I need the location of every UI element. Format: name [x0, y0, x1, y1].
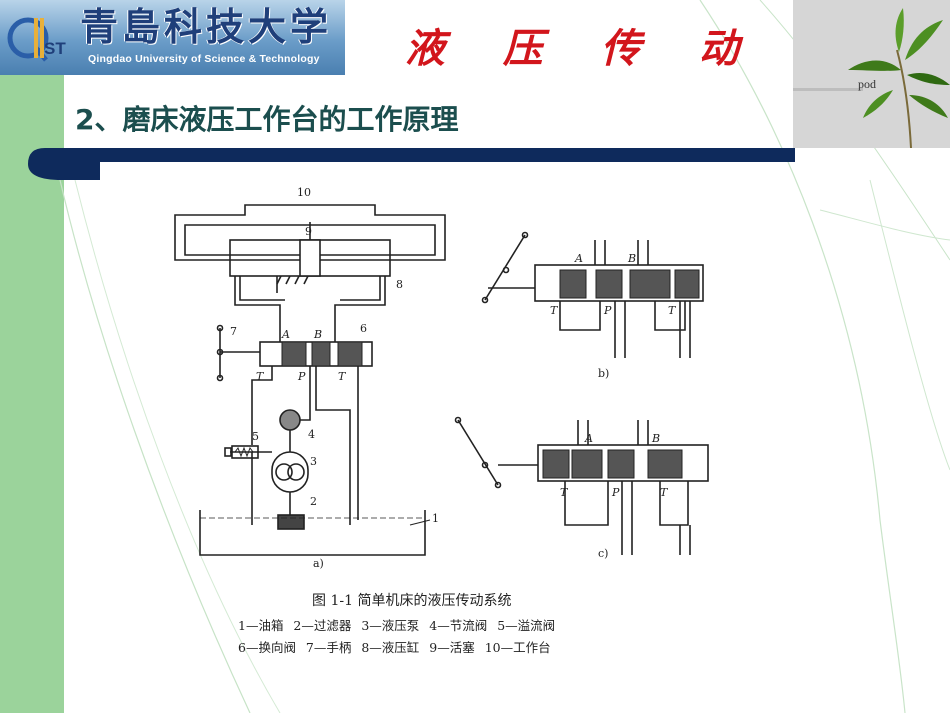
corner-photo-label: pod: [858, 77, 876, 91]
figure-a: [174, 204, 446, 556]
university-name-en: Qingdao University of Science & Technolo…: [88, 53, 320, 65]
figure-legend-line-1: 1—油箱 2—过滤器 3—液压泵 4—节流阀 5—溢流阀: [238, 618, 556, 633]
label-10: 10: [297, 186, 311, 199]
label-c-B: B: [651, 432, 660, 445]
label-8: 8: [396, 278, 403, 291]
hydraulic-system-diagram: 10 9 8 7 6 5 4 3 2 1 A B T P T A B T P T…: [174, 186, 709, 556]
figure-b: [481, 231, 704, 358]
left-green-band: [0, 75, 64, 713]
figure-c: [454, 416, 709, 555]
bamboo-photo: [793, 0, 950, 148]
title-underline-bar: [28, 148, 795, 180]
label-c-T1: T: [560, 486, 569, 499]
label-2: 2: [310, 495, 317, 508]
bamboo-leaves-icon: [793, 8, 950, 148]
subfigure-c-label: c): [598, 547, 609, 560]
university-name-cn: 青島科技大学: [80, 4, 333, 49]
qust-emblem-icon: ST: [7, 17, 66, 62]
label-b-T2: T: [668, 304, 677, 317]
label-9: 9: [305, 225, 312, 238]
slide-title: 2、磨床液压工作台的工作原理: [75, 103, 459, 136]
label-b-A: A: [574, 252, 583, 265]
course-title: 液 压 传 动: [405, 25, 761, 72]
figure-caption: 图 1-1 简单机床的液压传动系统: [312, 593, 512, 609]
label-T-right: T: [338, 370, 347, 383]
label-c-A: A: [584, 432, 593, 445]
label-b-B: B: [627, 252, 636, 265]
label-b-P: P: [603, 304, 612, 317]
label-P: P: [297, 370, 306, 383]
label-b-T1: T: [550, 304, 559, 317]
label-3: 3: [310, 455, 317, 468]
label-5: 5: [252, 430, 259, 443]
label-4: 4: [308, 428, 315, 441]
label-T-left: T: [256, 370, 265, 383]
label-1: 1: [432, 512, 439, 525]
label-c-P: P: [611, 486, 620, 499]
university-logo: ST 青島科技大学 Qingdao University of Science …: [0, 0, 345, 75]
label-B: B: [313, 328, 322, 341]
svg-text:ST: ST: [44, 39, 66, 58]
subfigure-b-label: b): [598, 367, 610, 380]
label-c-T2: T: [660, 486, 669, 499]
label-7: 7: [230, 325, 237, 338]
label-A: A: [281, 328, 290, 341]
figure-legend-line-2: 6—换向阀 7—手柄 8—液压缸 9—活塞 10—工作台: [238, 640, 551, 655]
label-6: 6: [360, 322, 367, 335]
subfigure-a-label: a): [313, 557, 324, 570]
